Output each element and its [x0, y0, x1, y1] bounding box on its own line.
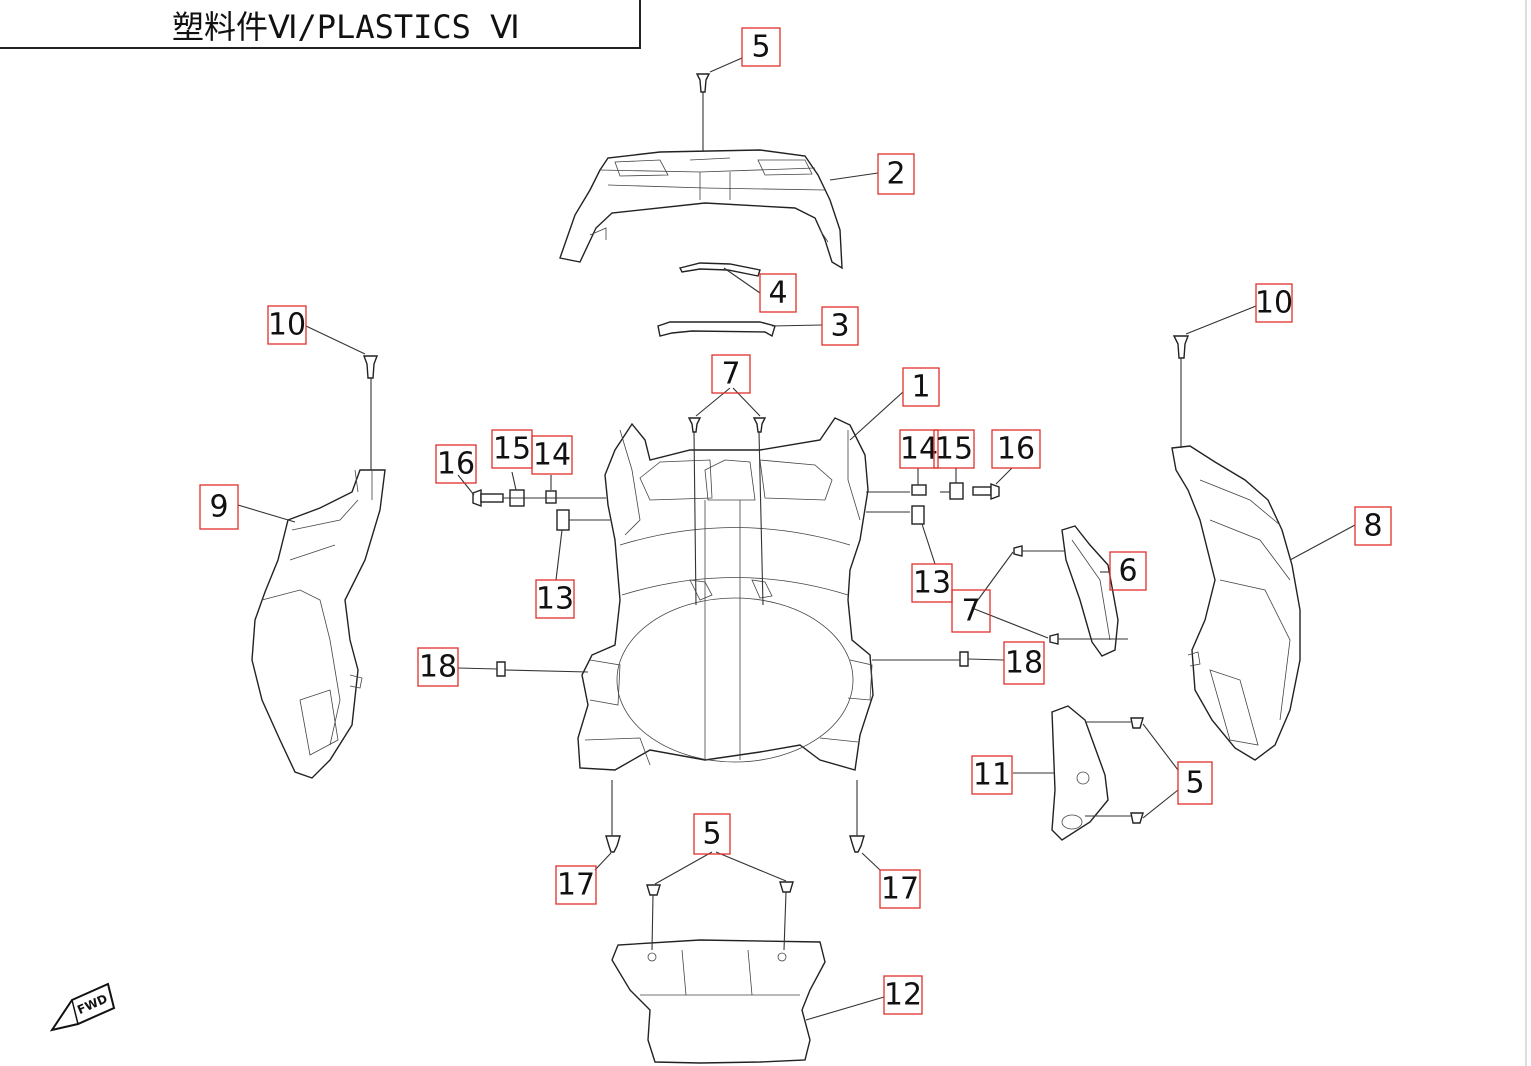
- callout-number: 10: [268, 308, 306, 343]
- callout-9: 9: [199, 484, 239, 530]
- callout-number: 16: [997, 432, 1035, 467]
- callout-number: 11: [973, 758, 1011, 793]
- callout-number: 12: [884, 978, 922, 1013]
- callout-10-right: 10: [1255, 283, 1293, 323]
- callout-number: 4: [768, 276, 787, 311]
- title-block: 塑料件Ⅵ/PLASTICS Ⅵ: [0, 0, 641, 49]
- callout-number: 8: [1363, 509, 1382, 544]
- callout-number: 14: [533, 438, 571, 473]
- callout-12: 12: [883, 975, 923, 1015]
- fastener-screws: [362, 73, 1190, 951]
- callout-5-bottom: 5: [693, 813, 731, 855]
- callout-number: 15: [935, 432, 973, 467]
- callout-number: 17: [881, 872, 919, 907]
- callout-number: 5: [702, 817, 721, 852]
- callout-15-left: 15: [491, 429, 533, 469]
- callout-17-right: 17: [879, 869, 921, 909]
- leader-lines: [237, 57, 1356, 1021]
- callout-3: 3: [821, 306, 859, 346]
- part-4-strip: [678, 262, 761, 277]
- diagram-title: 塑料件Ⅵ/PLASTICS Ⅵ: [172, 8, 520, 46]
- callout-15-right: 15: [933, 429, 975, 469]
- callout-number: 18: [419, 650, 457, 685]
- callout-number: 18: [1005, 646, 1043, 681]
- part-6-bracket: [1061, 525, 1119, 657]
- callout-14-right: 14: [899, 429, 939, 469]
- callout-number: 13: [913, 566, 951, 601]
- callout-7-right: 7: [951, 589, 991, 633]
- callout-number: 6: [1118, 554, 1137, 589]
- callout-number: 16: [437, 447, 475, 482]
- callout-number: 13: [536, 582, 574, 617]
- callout-number: 1: [911, 370, 930, 405]
- callout-18-right: 18: [1003, 641, 1045, 685]
- callout-1: 1: [902, 367, 940, 407]
- callout-5-top: 5: [741, 27, 781, 67]
- callout-4: 4: [759, 273, 797, 313]
- callout-number: 5: [1185, 766, 1204, 801]
- callout-number: 7: [961, 594, 980, 629]
- fwd-arrow-icon: FWD: [49, 982, 116, 1032]
- callout-13-right: 13: [911, 563, 953, 603]
- callout-number: 2: [886, 157, 905, 192]
- part-9-left-side-panel: [251, 469, 386, 779]
- callout-number: 3: [830, 309, 849, 344]
- callout-6: 6: [1109, 551, 1147, 591]
- callout-10-left: 10: [267, 305, 307, 345]
- callout-number: 17: [557, 868, 595, 903]
- part-11-small-panel: [1051, 705, 1109, 841]
- part-2-rear-upper-cover: [559, 149, 843, 270]
- part-12-lower-panel: [611, 939, 826, 1064]
- callout-number: 5: [751, 30, 770, 65]
- callout-number: 9: [209, 490, 228, 525]
- part-1-rear-housing: [577, 417, 874, 771]
- callout-8: 8: [1354, 506, 1392, 546]
- callout-16-left: 16: [435, 444, 477, 484]
- callout-13-left: 13: [535, 579, 575, 619]
- callout-number: 14: [900, 432, 938, 467]
- part-8-right-side-panel: [1171, 445, 1301, 761]
- part-3-plate: [657, 321, 776, 338]
- callout-number: 15: [493, 432, 531, 467]
- callout-2: 2: [877, 153, 915, 195]
- callout-5-right: 5: [1177, 761, 1213, 805]
- callout-18-left: 18: [417, 647, 459, 687]
- callout-16-right: 16: [991, 429, 1041, 469]
- callout-17-left: 17: [555, 865, 597, 905]
- callout-14-left: 14: [531, 435, 573, 475]
- callout-number: 10: [1255, 286, 1293, 321]
- callout-number: 7: [721, 357, 740, 392]
- callout-11: 11: [971, 755, 1013, 795]
- callout-7-top: 7: [711, 354, 751, 394]
